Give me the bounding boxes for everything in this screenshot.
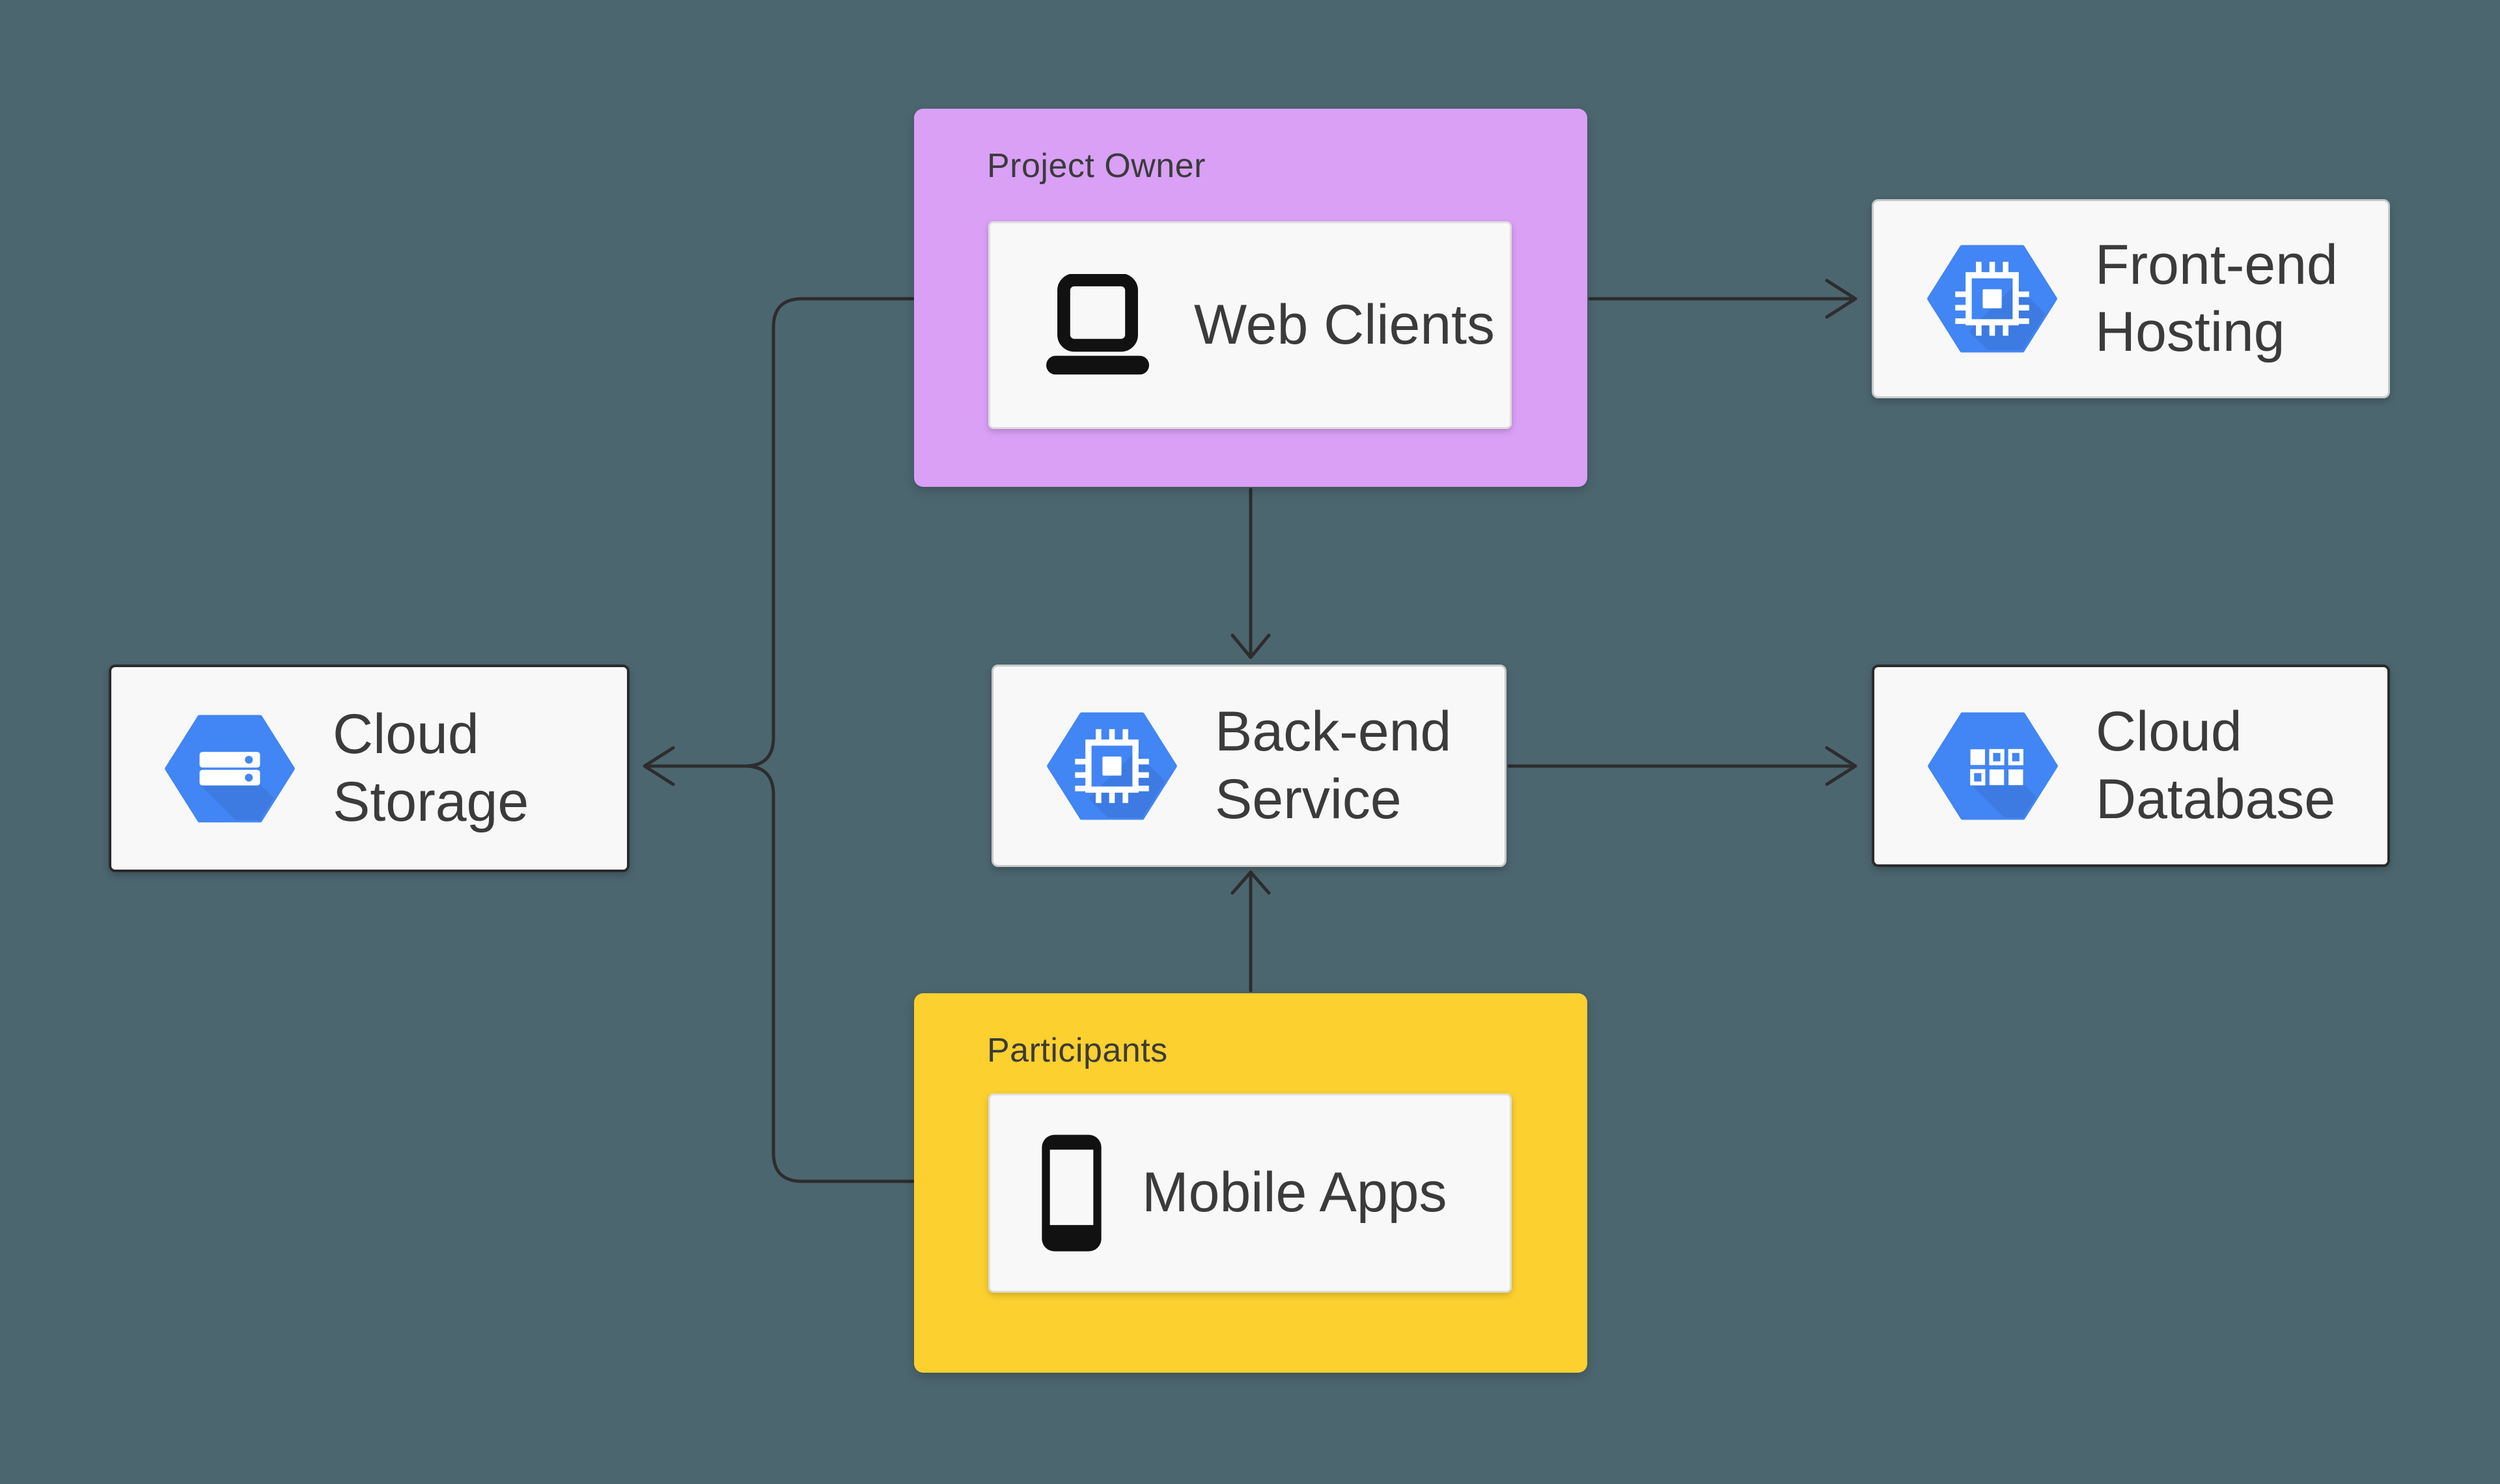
gcp-storage-hexagon-icon [165, 714, 295, 823]
node-cloud-database: Cloud Database [1872, 665, 2390, 867]
node-front-end-hosting: Front-end Hosting [1872, 199, 2390, 398]
node-web-clients: Web Clients [988, 221, 1512, 429]
gcp-compute-hexagon-icon [1927, 245, 2057, 353]
node-mobile-apps: Mobile Apps [988, 1093, 1512, 1293]
node-cloud-database-label: Cloud Database [2096, 700, 2336, 831]
arrowhead-down-icon [1230, 633, 1271, 659]
laptop-icon [1046, 273, 1149, 374]
gcp-compute-hexagon-icon [1047, 711, 1177, 820]
group-participants-label: Participants [987, 1032, 1168, 1069]
arrowhead-left-icon [643, 746, 675, 786]
node-back-end-service-label: Back-end Service [1215, 700, 1452, 831]
arrowhead-right-icon [1825, 279, 1857, 319]
node-cloud-storage-label: Cloud Storage [333, 703, 529, 833]
group-participants: Participants Mobile Apps [914, 993, 1587, 1373]
smartphone-icon [1042, 1134, 1102, 1252]
node-front-end-hosting-label: Front-end Hosting [2095, 233, 2338, 363]
edge-mobileapps-cloudstorage [743, 764, 915, 1183]
group-project-owner: Project Owner Web Clients [914, 109, 1587, 487]
arrowhead-up-icon [1230, 870, 1271, 895]
gcp-datastore-hexagon-icon [1928, 711, 2058, 820]
arrowhead-right-icon [1825, 746, 1857, 786]
node-cloud-storage: Cloud Storage [109, 665, 630, 872]
group-project-owner-label: Project Owner [987, 147, 1206, 185]
node-web-clients-label: Web Clients [1194, 293, 1495, 356]
node-back-end-service: Back-end Service [992, 665, 1507, 867]
edge-webclients-cloudstorage [645, 297, 915, 768]
node-mobile-apps-label: Mobile Apps [1142, 1161, 1447, 1224]
